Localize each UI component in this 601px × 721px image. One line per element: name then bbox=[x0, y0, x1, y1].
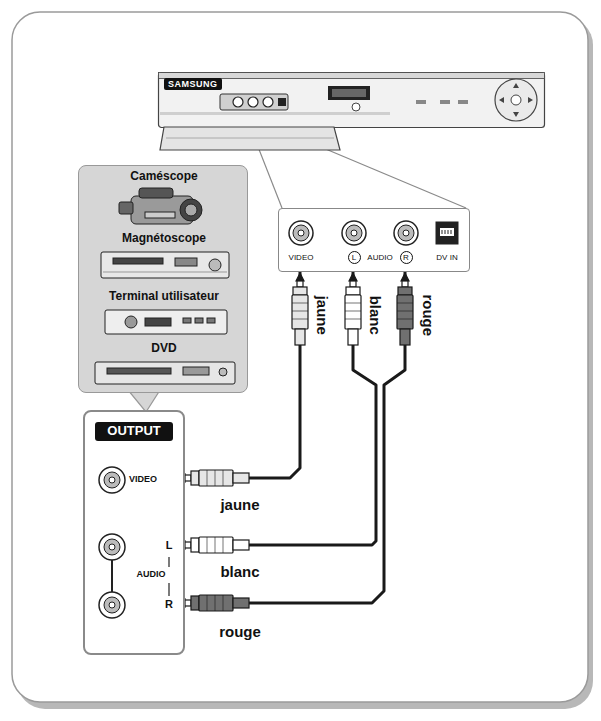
dvd-player-icon bbox=[95, 362, 235, 384]
jack-label: OUTPUT bbox=[95, 422, 172, 441]
vcr-icon bbox=[101, 252, 229, 278]
source-devices bbox=[79, 166, 249, 394]
output-panel: OUTPUT VIDEO L AUDIO R bbox=[83, 410, 185, 655]
rca-plug bbox=[177, 470, 249, 486]
jack-label: L bbox=[166, 539, 173, 552]
rca-plug bbox=[177, 537, 249, 553]
jack-callout-box: VIDEO L AUDIO R DV IN bbox=[278, 208, 470, 272]
recorder: SAMSUNG bbox=[158, 72, 545, 152]
rca-plug bbox=[177, 595, 249, 611]
rca-plug bbox=[345, 273, 361, 345]
cable-color-label: blanc bbox=[367, 295, 384, 334]
callout-pointer bbox=[128, 390, 160, 412]
camcorder-icon bbox=[119, 188, 202, 224]
cable-color-label: jaune bbox=[220, 497, 259, 514]
cable-color-label: rouge bbox=[420, 294, 437, 336]
jack-label: DVD bbox=[151, 342, 176, 356]
source-device-panel: CaméscopeMagnétoscopeTerminal utilisateu… bbox=[78, 165, 248, 393]
cable-color-label: jaune bbox=[314, 295, 331, 334]
jack-label: VIDEO bbox=[289, 253, 314, 262]
jack-panel bbox=[279, 209, 471, 273]
cable-color-label: rouge bbox=[219, 624, 261, 641]
jack-label: Caméscope bbox=[130, 170, 197, 184]
set-top-box-icon bbox=[105, 310, 227, 334]
jack-label: VIDEO bbox=[129, 474, 157, 484]
output-jacks bbox=[85, 412, 187, 657]
cable-color-label: blanc bbox=[220, 564, 259, 581]
circled-channel-label: L bbox=[348, 251, 361, 264]
brand-label: SAMSUNG bbox=[164, 78, 222, 90]
circled-channel-label: R bbox=[400, 251, 413, 264]
jack-label: Magnétoscope bbox=[122, 232, 206, 246]
jack-label: AUDIO bbox=[367, 253, 392, 262]
jack-label: Terminal utilisateur bbox=[109, 290, 219, 304]
rca-plug bbox=[292, 273, 308, 345]
rca-plug bbox=[397, 273, 413, 345]
jack-label: DV IN bbox=[436, 253, 457, 262]
jack-label: AUDIO bbox=[137, 569, 166, 579]
jack-label: R bbox=[165, 598, 173, 611]
